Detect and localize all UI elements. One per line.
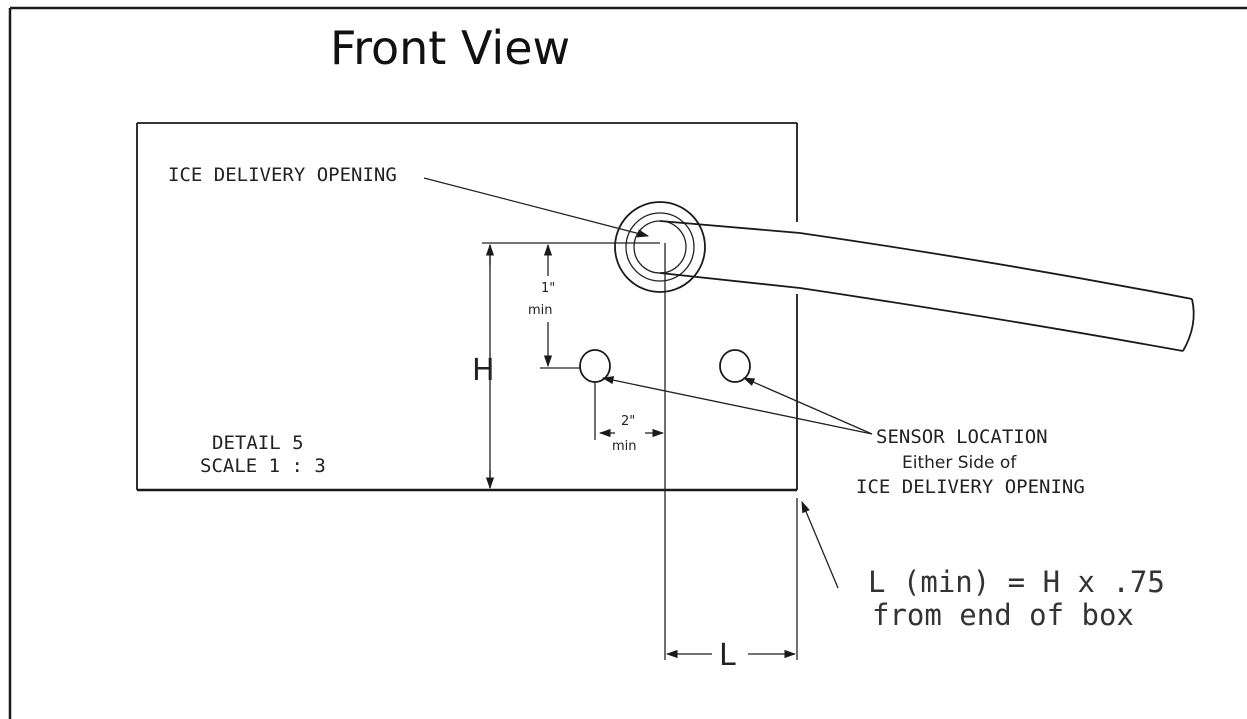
title: Front View [330, 21, 570, 75]
ice-delivery-opening-rings [614, 201, 706, 293]
length-letter: L [719, 638, 736, 673]
vertical-min-dimension [482, 242, 660, 369]
box-outline [136, 122, 798, 492]
vertical-min-unit: min [528, 303, 553, 318]
detail-label: DETAIL 5 [212, 432, 304, 454]
horizontal-min-dimension [594, 243, 666, 660]
either-side-label: Either Side of [902, 453, 1017, 473]
ice-delivery-tube [659, 220, 1195, 352]
sensor-leaders [601, 376, 873, 435]
length-dimension [665, 498, 839, 660]
page-frame [8, 6, 1247, 719]
ice-delivery-leader [423, 177, 650, 238]
vertical-min-value: 1" [541, 281, 555, 296]
height-letter: H [472, 353, 495, 388]
ice-delivery-opening-label-2: ICE DELIVERY OPENING [856, 476, 1085, 498]
ice-delivery-opening-label: ICE DELIVERY OPENING [168, 164, 397, 186]
formula-line-1: L (min) = H x .75 [868, 565, 1165, 599]
horizontal-min-value: 2" [621, 414, 635, 429]
sensor-location-label: SENSOR LOCATION [876, 426, 1048, 448]
horizontal-min-unit: min [612, 439, 637, 454]
formula-line-2: from end of box [872, 598, 1134, 632]
scale-label: SCALE 1 : 3 [200, 455, 326, 477]
